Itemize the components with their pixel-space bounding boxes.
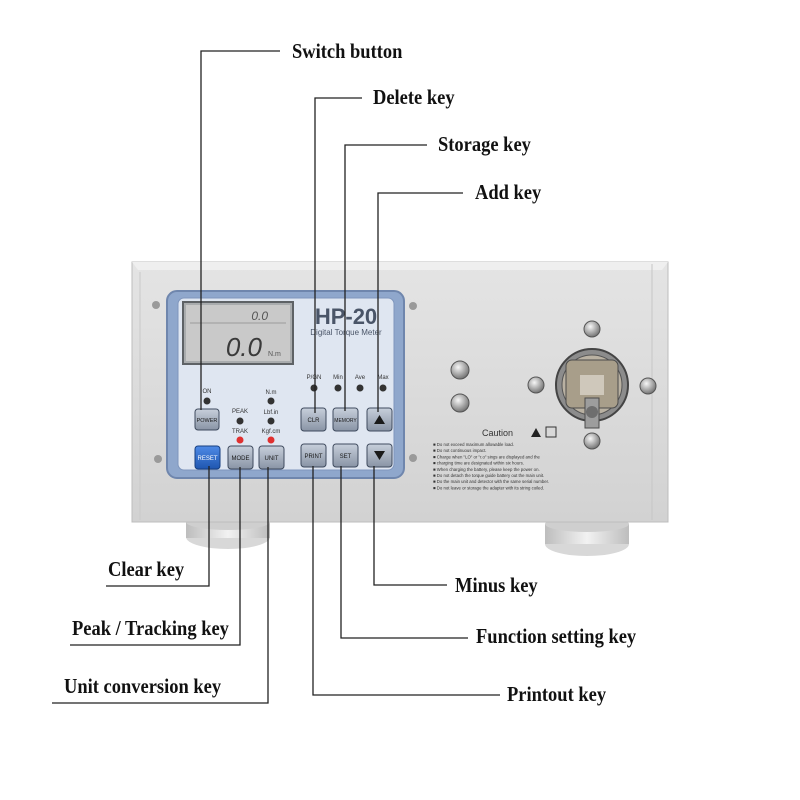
indicator-min-led	[335, 385, 342, 392]
mounting-bolt-2	[451, 394, 469, 412]
mode-key[interactable]: MODE	[228, 446, 253, 469]
svg-text:RESET: RESET	[197, 456, 217, 462]
add-key-callout: Add key	[475, 182, 541, 203]
caution-line: ■ Do not leave or storage the adapter wi…	[433, 485, 544, 490]
sensor-bolt-top	[584, 321, 600, 337]
svg-text:CLR: CLR	[307, 418, 320, 424]
indicator-kgfcm-led	[268, 437, 275, 444]
indicator-lbfin-led	[268, 418, 275, 425]
function-setting-key-callout: Function setting key	[476, 626, 636, 647]
down-key[interactable]	[367, 444, 392, 467]
model-subtitle: Digital Torque Meter	[310, 328, 382, 337]
lcd-top-reading: 0.0	[251, 309, 268, 323]
indicator-ave-led	[357, 385, 364, 392]
print-key[interactable]: PRINT	[301, 444, 326, 467]
screw-left-bottom	[154, 455, 162, 463]
sensor-bolt-left	[528, 377, 544, 393]
indicator-on-led	[204, 398, 211, 405]
lcd-display: 0.0 0.0 N.m	[183, 302, 293, 364]
indicator-trak-led	[237, 437, 244, 444]
printout-key-callout: Printout key	[507, 684, 606, 705]
set-key[interactable]: SET	[333, 444, 358, 467]
sensor-bolt-bottom	[584, 433, 600, 449]
caution-line: ■ Do not exceed maximum allowable load.	[433, 442, 514, 447]
screw-right-bottom	[409, 454, 417, 462]
lcd-unit: N.m	[268, 351, 281, 358]
caution-line: ■ When charging the battery, please keep…	[433, 467, 540, 472]
up-key[interactable]	[367, 408, 392, 431]
clear-key-callout: Clear key	[108, 559, 184, 580]
svg-text:PRINT: PRINT	[305, 454, 323, 460]
screw-right-top	[409, 302, 417, 310]
mounting-bolt-1	[451, 361, 469, 379]
svg-text:POWER: POWER	[197, 418, 218, 424]
power-key[interactable]: POWER	[195, 409, 219, 430]
indicator-kgfcm-label: Kgf.cm	[262, 429, 281, 435]
indicator-max-label: Max	[377, 375, 388, 381]
minus-key-callout: Minus key	[455, 575, 538, 596]
svg-text:MEMORY: MEMORY	[334, 418, 357, 424]
indicator-nm-led	[268, 398, 275, 405]
svg-text:MODE: MODE	[232, 456, 250, 462]
unit-conversion-key-callout: Unit conversion key	[64, 676, 221, 697]
switch-button-callout: Switch button	[292, 41, 402, 62]
caution-line: ■ charging time are designated within si…	[433, 461, 524, 466]
clr-key[interactable]: CLR	[301, 408, 326, 431]
caution-line: ■ Do not continuous impact.	[433, 448, 486, 453]
caution-line: ■ Do the main unit and detector with the…	[433, 479, 549, 484]
indicator-peak-label: PEAK	[232, 409, 248, 415]
caution-title: Caution	[482, 428, 513, 438]
indicator-pgn-label: P/GN	[307, 375, 322, 381]
peak-tracking-key-callout: Peak / Tracking key	[72, 618, 229, 639]
lcd-main-reading: 0.0	[226, 332, 263, 362]
caution-line: ■ Charge when "LO" or "r.o" sings are di…	[433, 454, 540, 459]
sensor-bolt-right	[640, 378, 656, 394]
indicator-lbfin-label: Lbf.in	[264, 410, 279, 416]
memory-key[interactable]: MEMORY	[333, 408, 358, 431]
delete-key-callout: Delete key	[373, 87, 455, 108]
screw-left-top	[152, 301, 160, 309]
storage-key-callout: Storage key	[438, 134, 531, 155]
model-name: HP-20	[315, 304, 377, 329]
indicator-ave-label: Ave	[355, 375, 366, 381]
svg-text:UNIT: UNIT	[265, 456, 279, 462]
reset-key[interactable]: RESET	[195, 446, 220, 469]
indicator-trak-label: TRAK	[232, 429, 248, 435]
unit-key[interactable]: UNIT	[259, 446, 284, 469]
indicator-peak-led	[237, 418, 244, 425]
indicator-pgn-led	[311, 385, 318, 392]
indicator-min-label: Min	[333, 375, 343, 381]
svg-text:SET: SET	[340, 454, 352, 460]
caution-line: ■ Do not detach the torque guide battery…	[433, 473, 544, 478]
indicator-on-label: ON	[203, 389, 212, 395]
indicator-nm-label: N.m	[266, 390, 277, 396]
indicator-max-led	[380, 385, 387, 392]
